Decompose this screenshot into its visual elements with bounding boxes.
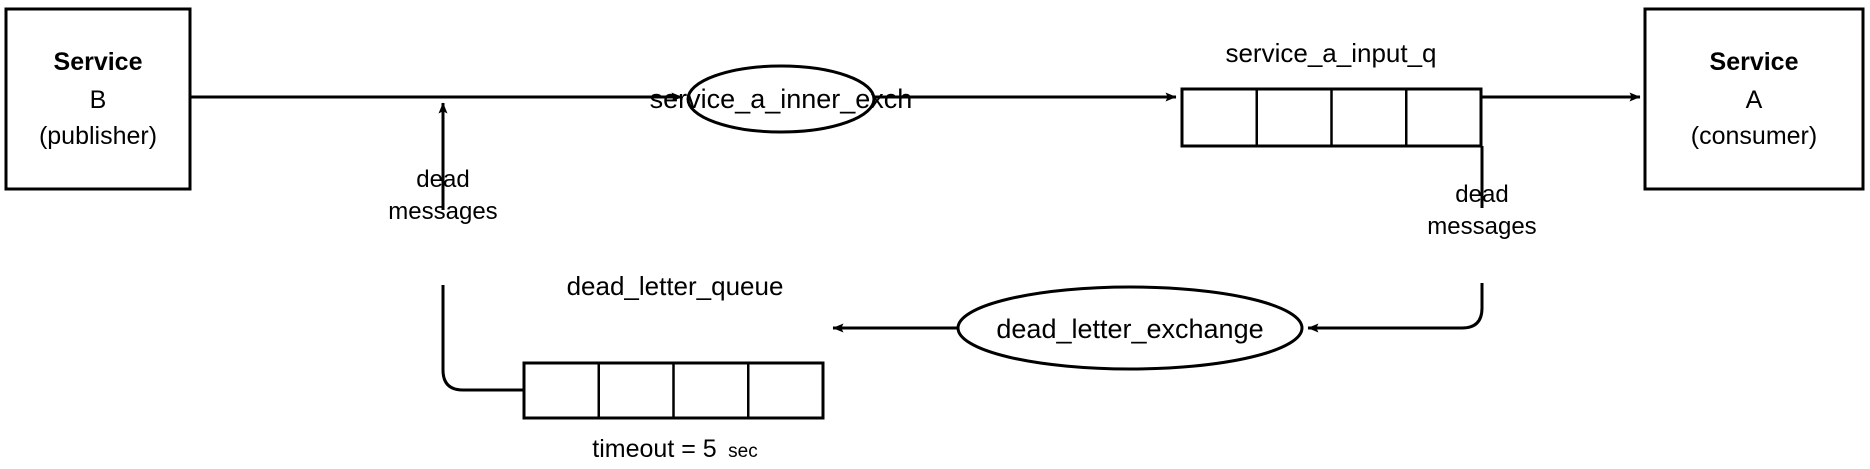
service-a-title: Service xyxy=(1710,48,1799,76)
edge-input-queue-to-dlx-lower xyxy=(1307,283,1484,333)
inner-exchange-ellipse xyxy=(686,64,876,134)
service-a-box xyxy=(1643,7,1865,191)
input-queue-label: service_a_input_q xyxy=(1225,38,1436,68)
node-input-queue[interactable]: service_a_input_q xyxy=(1180,38,1483,148)
node-service-a[interactable]: Service A (consumer) xyxy=(1643,7,1865,191)
timeout-value: timeout = 5 xyxy=(592,435,716,463)
inner-exchange-label: service_a_inner_exch xyxy=(650,84,913,114)
left-dead-messages-line2: messages xyxy=(388,198,497,225)
edge-label-left-dead-messages: dead messages xyxy=(388,166,497,225)
edge-label-right-dead-messages: dead messages xyxy=(1427,181,1536,240)
timeout-unit: sec xyxy=(728,441,758,462)
dead-letter-exchange-ellipse xyxy=(956,285,1304,371)
service-b-name: B xyxy=(90,86,107,114)
node-dead-letter-exchange[interactable]: dead_letter_exchange xyxy=(956,285,1304,371)
dead-letter-queue-label: dead_letter_queue xyxy=(567,271,784,301)
service-a-name: A xyxy=(1746,86,1763,114)
left-dead-messages-line1: dead xyxy=(416,166,469,193)
node-service-b[interactable]: Service B (publisher) xyxy=(4,7,192,191)
service-a-role: (consumer) xyxy=(1691,122,1817,150)
service-b-title: Service xyxy=(54,48,143,76)
node-dead-letter-queue[interactable]: dead_letter_queue timeout = 5 sec xyxy=(522,271,825,463)
dead-letter-exchange-label: dead_letter_exchange xyxy=(996,314,1263,344)
service-b-box xyxy=(4,7,192,191)
dead-letter-queue-timeout: timeout = 5 sec xyxy=(592,435,757,463)
service-b-role: (publisher) xyxy=(39,122,157,150)
node-inner-exchange[interactable]: service_a_inner_exch xyxy=(650,64,913,134)
right-dead-messages-line2: messages xyxy=(1427,213,1536,240)
edge-dlq-to-upstream-lower xyxy=(441,285,524,392)
right-dead-messages-line1: dead xyxy=(1455,181,1508,208)
